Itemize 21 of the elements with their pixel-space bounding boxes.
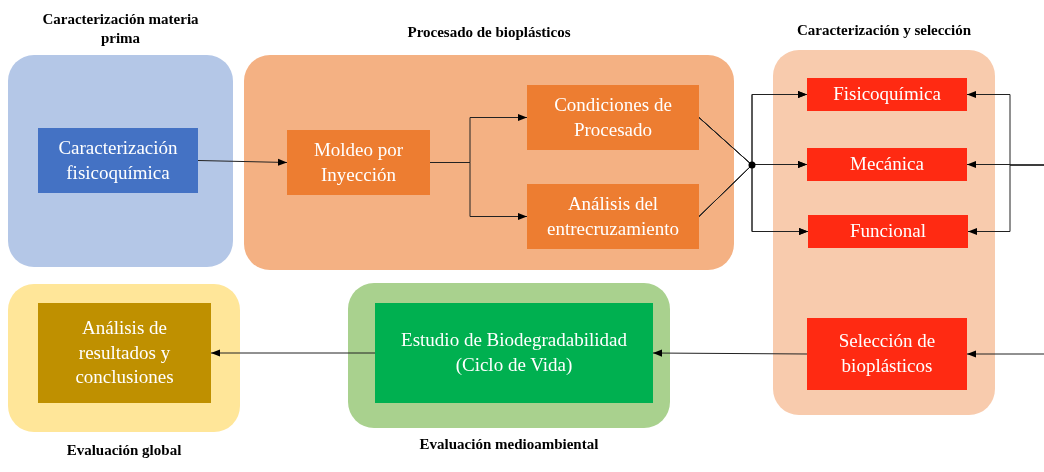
arrow	[210, 349, 376, 357]
group-heading: Evaluación global	[66, 440, 182, 460]
process-box: Análisis de resultados y conclusiones	[38, 303, 211, 403]
process-box: Mecánica	[807, 148, 967, 181]
group-heading: Procesado de bioplásticos	[407, 23, 571, 42]
process-box: Fisicoquímica	[807, 78, 967, 111]
arrow	[966, 350, 1044, 358]
process-box: Selección de bioplásticos	[807, 318, 967, 390]
process-box: Moldeo por Inyección	[287, 130, 430, 195]
arrow	[652, 349, 808, 357]
process-box: Análisis del entrecruzamiento	[527, 184, 699, 249]
arrow	[197, 158, 288, 166]
group-heading: Caracterización materia prima	[41, 10, 200, 48]
process-box: Estudio de Biodegradabilidad (Ciclo de Vida)	[375, 303, 653, 403]
group-heading: Caracterización y selección	[796, 20, 972, 40]
arrow	[429, 162, 528, 221]
arrow	[967, 164, 1044, 236]
process-box: Funcional	[808, 215, 968, 248]
process-box: Condiciones de Procesado	[527, 85, 699, 150]
group-heading: Evaluación medioambiental	[419, 434, 599, 454]
process-box: Caracterización fisicoquímica	[38, 128, 198, 193]
